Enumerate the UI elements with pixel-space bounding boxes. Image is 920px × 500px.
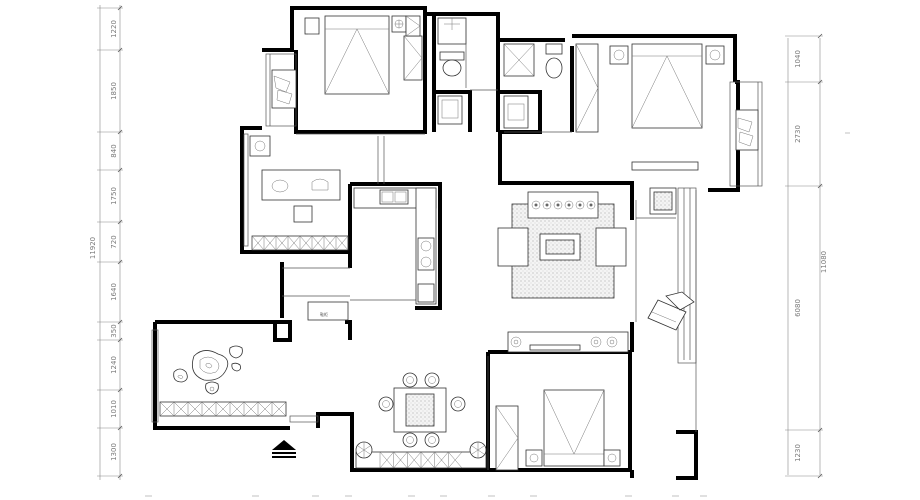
- armchair-master: [735, 109, 759, 151]
- armchair-left: [497, 227, 529, 267]
- sofa-cushion: [553, 200, 563, 210]
- speaker: [510, 336, 522, 348]
- wardrobe: [403, 35, 423, 81]
- stove: [417, 237, 435, 271]
- dining-chair: [378, 396, 394, 412]
- left-dimension-4: 1750: [110, 187, 118, 205]
- plant-left: [355, 441, 373, 459]
- living-room: [497, 187, 695, 353]
- master-bed: [631, 43, 703, 129]
- dining-area: [355, 372, 487, 469]
- right-dimension-1: 1040: [794, 50, 802, 68]
- right-dimension-2: 2730: [794, 125, 802, 143]
- left-dimension-1: 1220: [110, 20, 118, 38]
- sofa-cushion: [586, 200, 596, 210]
- left-dimension-chain: 1220 1850 840 1750 720 1640 350 1240 1010 1300 11…: [89, 5, 123, 480]
- dining-chair: [402, 432, 418, 448]
- desk: [261, 169, 341, 201]
- left-dimension-9: 1010: [110, 400, 118, 418]
- left-dimension-10: 1300: [110, 443, 118, 461]
- left-dimension-5: 720: [110, 235, 118, 248]
- bedroom-top-left: [271, 15, 423, 109]
- shoe-cabinet: 鞋柜: [307, 301, 349, 321]
- toilet-2: [545, 57, 563, 79]
- bottom-dimension-marks: [145, 132, 850, 497]
- shoe-cabinet-label: 鞋柜: [320, 311, 328, 317]
- dining-chair: [402, 372, 418, 388]
- sofa-cushion: [531, 200, 541, 210]
- kitchen: [353, 187, 437, 305]
- sofa-cushion: [542, 200, 552, 210]
- left-dimension-7: 350: [110, 324, 118, 337]
- left-total-dimension: 11920: [89, 237, 97, 259]
- dining-chair: [424, 372, 440, 388]
- window-lines: [151, 53, 763, 470]
- lounge-chair: [647, 291, 695, 331]
- left-dimension-3: 840: [110, 144, 118, 157]
- sofa-cushion: [564, 200, 574, 210]
- right-dimension-chain: 1040 2730 6080 1230 11080: [785, 33, 828, 479]
- bedroom-bottom-right: [495, 389, 621, 471]
- toilet: [442, 59, 462, 77]
- wardrobe-bottom: [495, 405, 519, 471]
- right-dimension-4: 1230: [794, 444, 802, 462]
- master-bedroom: [575, 43, 759, 171]
- speaker: [590, 336, 602, 348]
- sofa-cushion: [575, 200, 585, 210]
- entrance-arrow-icon: [272, 440, 296, 458]
- dining-chair: [450, 396, 466, 412]
- speaker: [606, 336, 618, 348]
- kitchen-sink: [379, 189, 409, 205]
- armchair-right: [595, 227, 627, 267]
- wardrobe-master: [575, 43, 599, 133]
- left-dimension-2: 1850: [110, 82, 118, 100]
- left-dimension-6: 1640: [110, 283, 118, 301]
- rock-garden: [173, 345, 243, 395]
- bed: [324, 15, 390, 95]
- armchair: [271, 69, 297, 109]
- dining-chair: [424, 432, 440, 448]
- plant-right: [469, 441, 487, 459]
- bathroom-2: [503, 43, 563, 129]
- bed-bottom: [543, 389, 605, 467]
- right-dimension-3: 6080: [794, 299, 802, 317]
- left-dimension-8: 1240: [110, 356, 118, 374]
- right-total-dimension: 11080: [820, 251, 828, 273]
- bathroom-1: [437, 17, 467, 125]
- balcony: [159, 345, 287, 417]
- sofa-top: [527, 191, 599, 219]
- study-room: [249, 135, 349, 251]
- chair: [293, 205, 313, 223]
